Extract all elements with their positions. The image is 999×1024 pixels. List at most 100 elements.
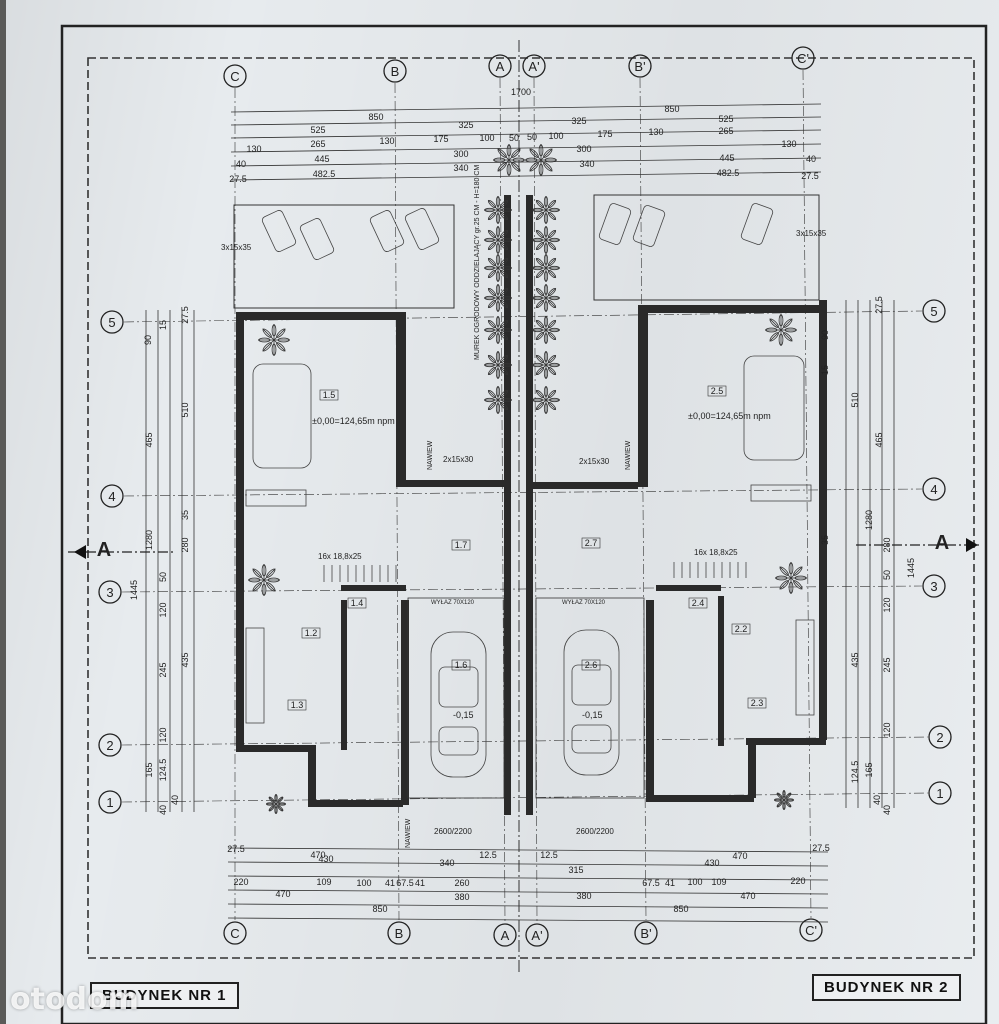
axis-bubble-2-right: 2 [928,725,952,749]
palm-leaf [497,329,509,341]
palm-leaf [508,148,521,161]
palm-leaf [532,237,543,243]
wall-segment [406,480,504,487]
garden-wall-note: MUREK OGRODOWY ODDZIELAJĄCY gr.25 CM - H… [474,165,481,360]
dim-label: 380 [454,892,469,902]
dimension-line [227,917,829,923]
axis-label: C [230,69,239,84]
dim-label: 50 [882,570,892,580]
bottom-dimension-labels: 27.5 430 12.5 12.5 430 27.5 470 340 315 … [227,843,830,914]
palm-leaf [497,287,509,299]
dim-label: 470 [275,889,290,899]
axis-guide-line [639,77,647,921]
palm-leaf [487,241,497,251]
palm-leaf [532,362,543,368]
dim-label: 850 [673,904,688,914]
dim-label: 130 [379,136,394,146]
room-1-7: 1.7 [451,539,471,551]
palm-leaf [535,329,547,341]
axis-bubble-a-top: A [488,54,512,78]
stairs-label: 16x 18,8x25 [318,552,362,561]
room-number: 2.6 [585,660,598,670]
palm-leaf [779,580,789,590]
dim-label: 1445 [129,580,139,600]
wall-segment [718,596,724,746]
palm-leaf [266,802,274,806]
plot-boundary [87,57,975,959]
palm-leaf [543,148,553,158]
room-2-7: 2.7 [581,537,601,549]
dim-label: 50 [158,572,168,582]
wall-segment [504,485,511,815]
dim-label: 175 [433,134,448,144]
palm-leaf [499,229,509,239]
axis-bubble-5-left: 5 [100,310,124,334]
dimension-line [230,171,822,181]
palm-leaf [532,327,543,333]
window-mark: 3x15x35 [221,243,252,252]
palm-leaf [248,577,261,583]
palm-leaf [501,265,512,271]
palm-leaf [538,144,544,157]
palm-leaf [547,389,557,399]
dim-label: 470 [310,850,325,860]
window-mark: 2x15x30 [443,455,474,464]
palm-leaf [276,342,286,352]
palm-leaf [535,401,545,411]
dim-label: 525 [310,125,325,135]
palm-leaf [543,301,549,312]
axis-bubble-b-top: B [383,59,407,83]
palm-leaf [549,265,560,271]
palm-leaf [497,267,509,279]
room-1-5: 1.5 [319,389,339,401]
dim-label: 12.5 [540,850,558,860]
palm-leaf [543,368,549,379]
dim-label: 220 [233,877,248,887]
window-mark: 3x15x35 [796,229,827,238]
palm-leaf [779,566,792,579]
palm-leaf [497,239,509,251]
palm-leaf [529,148,542,161]
palm-leaf [788,562,794,575]
palm-leaf [497,159,510,172]
vent-label: NAWIEW [427,440,434,470]
palm-leaf [501,397,512,403]
palm-leaf [543,243,549,254]
dim-label: 100 [356,878,371,888]
room-1-2: 1.2 [301,627,321,639]
dim-label: 41 [385,878,395,888]
dim-label: 40 [236,159,246,169]
axis-bubble-4-right: 4 [922,477,946,501]
wall-segment [656,585,721,591]
palm-leaf [497,354,509,366]
palm-leaf [262,328,272,338]
palm-leaf [497,399,509,411]
lounger [740,203,774,245]
dimension-line [230,143,822,153]
palm-leaf [277,805,284,812]
palm-leaf [535,239,547,251]
palm-leaf [497,364,509,376]
palm-leaf [495,386,501,397]
palm-leaf [535,257,547,269]
palm-leaf [545,329,557,341]
palm-leaf [529,148,539,158]
dim-label: 120 [158,602,168,617]
palm-leaf [785,801,792,808]
wall-segment [308,800,403,807]
palm-leaf [769,329,782,342]
axis-bubble-3-right: 3 [922,574,946,598]
vent-label: NAWIEW [625,440,632,470]
terrace-left [233,204,455,309]
palm-leaf [785,792,792,799]
palm-leaf [499,354,509,364]
palm-leaf [487,389,499,401]
dim-label: 90 [820,330,830,340]
wall-segment [819,300,827,740]
hatch-label: WYŁAZ 70X120 [562,600,606,606]
palm-leaf [495,226,501,237]
dim-label: 40 [882,805,892,815]
wall-segment [646,795,754,802]
axis-label: C [230,926,239,941]
dim-label: 1280 [864,510,874,530]
